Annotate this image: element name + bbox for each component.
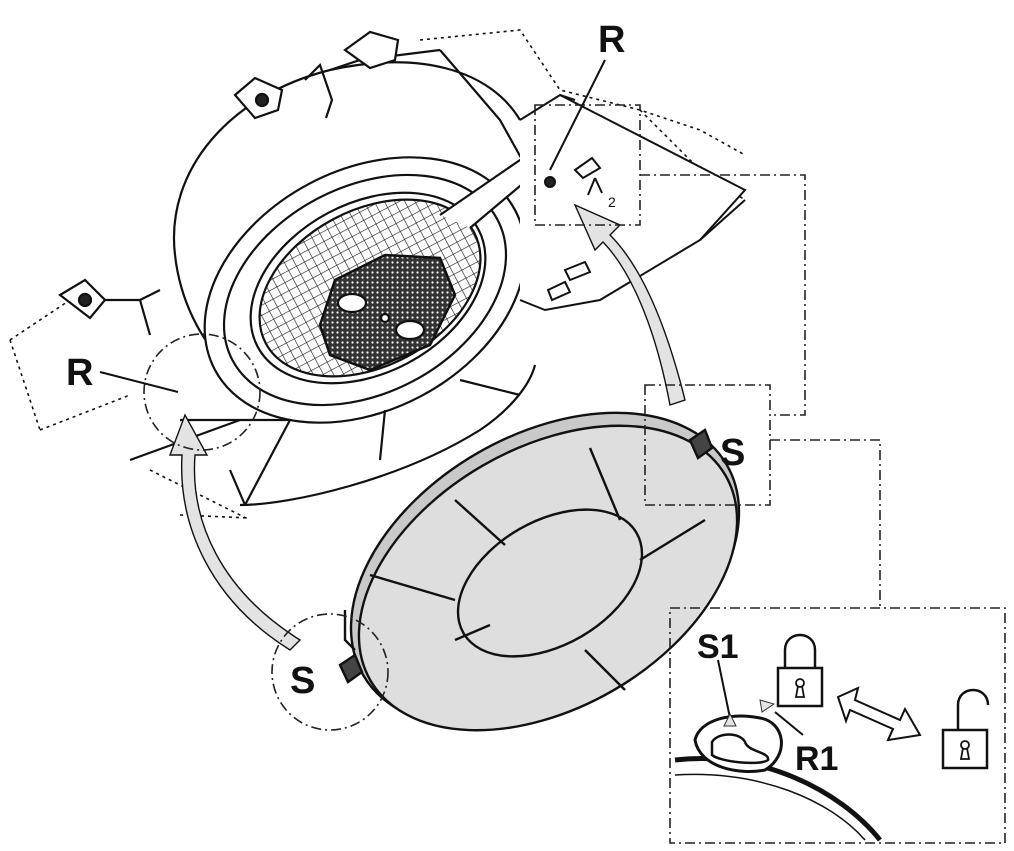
- label-r-top: R: [598, 19, 625, 61]
- label-s-right: S: [720, 432, 745, 474]
- padlock-open-icon: [941, 688, 990, 770]
- padlock-closed-icon: [776, 633, 824, 708]
- mounting-bracket: 2: [519, 93, 747, 312]
- label-s-left: S: [290, 660, 315, 702]
- svg-text:2: 2: [608, 194, 616, 210]
- label-s1: S1: [697, 628, 739, 666]
- label-r-left: R: [66, 352, 93, 394]
- double-arrow-icon: [836, 686, 922, 742]
- label-r1: R1: [795, 740, 838, 778]
- leader-lines: [99, 59, 804, 736]
- callout-frames: [143, 104, 1006, 844]
- arrow-to-left-r: [168, 413, 302, 651]
- carbon-filter: [338, 411, 741, 732]
- blower-housing: [9, 29, 746, 521]
- lock-detail: [674, 633, 990, 842]
